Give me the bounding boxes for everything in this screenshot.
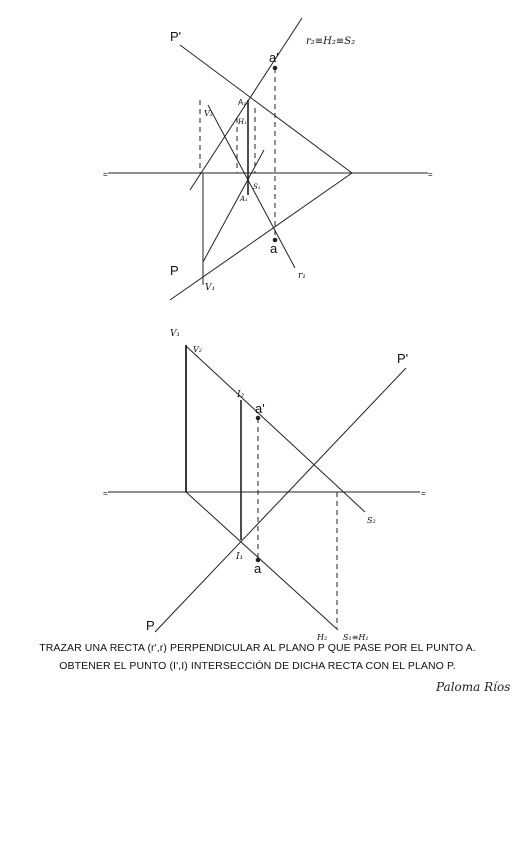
top-label-r1: r₁ (298, 271, 306, 281)
bottom-label-p-prime: P' (397, 351, 408, 366)
bottom-tick-left: = (103, 489, 108, 498)
top-label-r2: r₂≡H₂≡S₂ (306, 36, 355, 47)
bottom-label-s2: S₂ (367, 516, 376, 525)
top-point-a (272, 237, 278, 243)
bottom-label-i2: I₂ (236, 390, 245, 400)
top-label-h1: H₁ (237, 118, 247, 126)
bottom-figure-labels: P' P a' a V₁ V₂ I₂ I₁ S₂ H₂ S₁≡H₁ = = (103, 329, 426, 642)
top-tick-right: = (428, 170, 433, 179)
top-plane-vertical-trace (179, 44, 353, 174)
top-label-a: a (270, 241, 278, 256)
bottom-label-i1: I₁ (235, 552, 243, 562)
bottom-label-a-prime: a' (255, 401, 265, 416)
bottom-label-a: a (254, 561, 262, 576)
top-label-a1: A₁ (239, 195, 248, 203)
top-label-a2: A₂ (238, 98, 246, 107)
top-label-s1: S₁ (253, 183, 261, 191)
top-line-r-prime (189, 17, 303, 191)
top-aux-line (202, 149, 265, 263)
bottom-label-v1: V₁ (170, 329, 180, 339)
top-label-p-prime: P' (170, 29, 181, 44)
caption-line-2: OBTENER EL PUNTO (I',I) INTERSECCIÓN DE … (59, 660, 456, 672)
bottom-label-v2: V₂ (193, 345, 202, 354)
caption-line-1: TRAZAR UNA RECTA (r',r) PERPENDICULAR AL… (39, 642, 476, 654)
bottom-point-a-prime (255, 415, 261, 421)
top-label-a-prime: a' (269, 50, 279, 65)
bottom-label-h2: H₂ (316, 633, 327, 642)
bottom-figure (108, 345, 420, 633)
top-figure (108, 17, 428, 301)
top-label-va: V₁ (205, 283, 215, 293)
bottom-plane-trace (154, 367, 407, 633)
top-line-r (207, 104, 296, 269)
signature: Paloma Ríos (436, 680, 511, 694)
bottom-label-s1h1: S₁≡H₁ (343, 633, 369, 642)
bottom-line-r-prime (185, 491, 339, 631)
top-point-a-prime (272, 65, 278, 71)
top-figure-labels: P' P a' a r₂≡H₂≡S₂ A₂ V₂ H₁ S₁ A₁ V₁ r₁ … (103, 29, 433, 293)
bottom-line-r (185, 345, 366, 513)
bottom-point-a (255, 557, 261, 563)
bottom-label-p: P (146, 618, 155, 633)
bottom-tick-right: = (421, 489, 426, 498)
top-label-p: P (170, 263, 179, 278)
top-tick-left: = (103, 170, 108, 179)
top-label-v2: V₂ (204, 109, 213, 118)
top-plane-horizontal-trace (169, 172, 353, 301)
